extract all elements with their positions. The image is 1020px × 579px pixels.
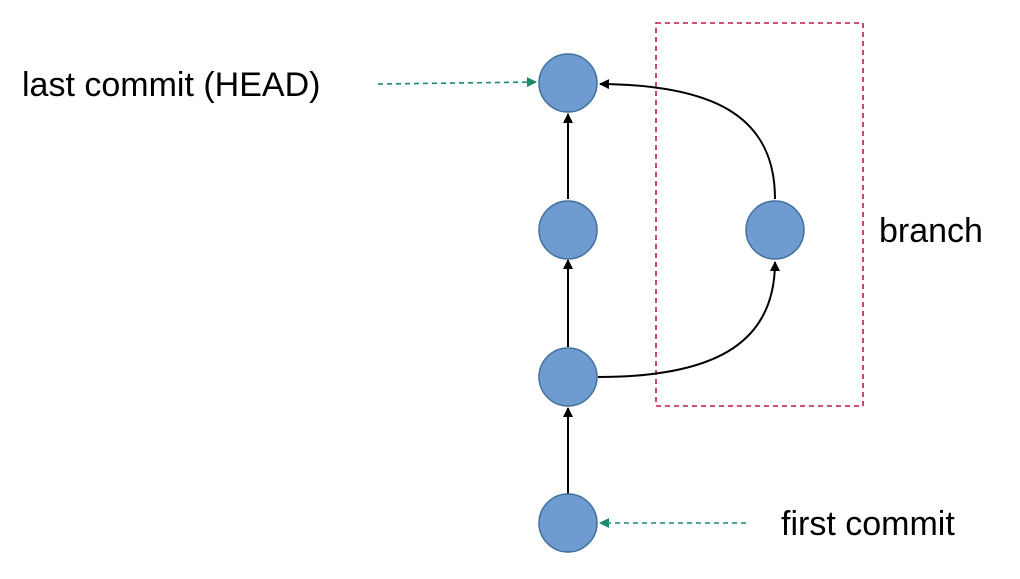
- commit-node-2: [538, 347, 598, 407]
- branch-box: [655, 22, 864, 407]
- head-pointer-arrow: [377, 77, 537, 88]
- commit-node-branch: [745, 200, 805, 260]
- commit-node-3: [538, 200, 598, 260]
- commit-node-first: [538, 493, 598, 553]
- head-label: last commit (HEAD): [22, 66, 320, 104]
- branch-label: branch: [879, 212, 983, 250]
- edge-branch-to-head: [599, 79, 776, 200]
- edge-c2-to-branch: [597, 261, 780, 378]
- commit-node-head: [538, 53, 598, 113]
- first-commit-label: first commit: [781, 505, 955, 543]
